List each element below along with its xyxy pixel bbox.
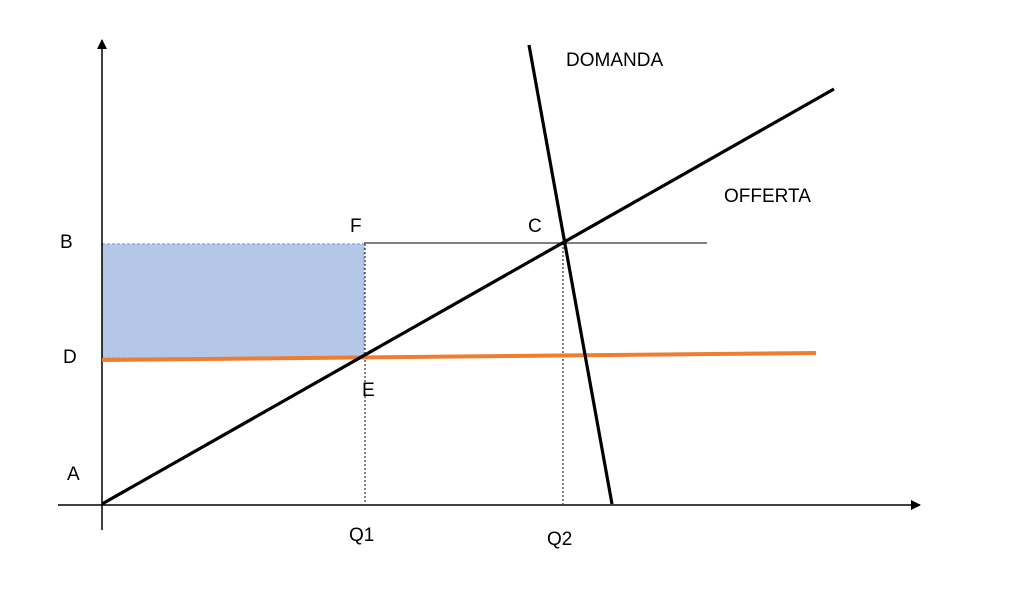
point-b-label: B (60, 232, 73, 253)
point-a-label: A (67, 464, 80, 485)
price-d-orange-line (101, 351, 817, 362)
q1-label: Q1 (349, 525, 374, 546)
point-e-label: E (362, 380, 375, 401)
shaded-area-bfed (101, 243, 365, 359)
q2-label: Q2 (547, 529, 572, 550)
point-d-label: D (63, 347, 77, 368)
point-c-label: C (528, 216, 542, 237)
demand-curve (527, 44, 614, 505)
point-f-label: F (350, 216, 362, 237)
demand-label: DOMANDA (566, 50, 663, 71)
supply-label: OFFERTA (724, 186, 811, 207)
supply-curve (101, 87, 835, 506)
